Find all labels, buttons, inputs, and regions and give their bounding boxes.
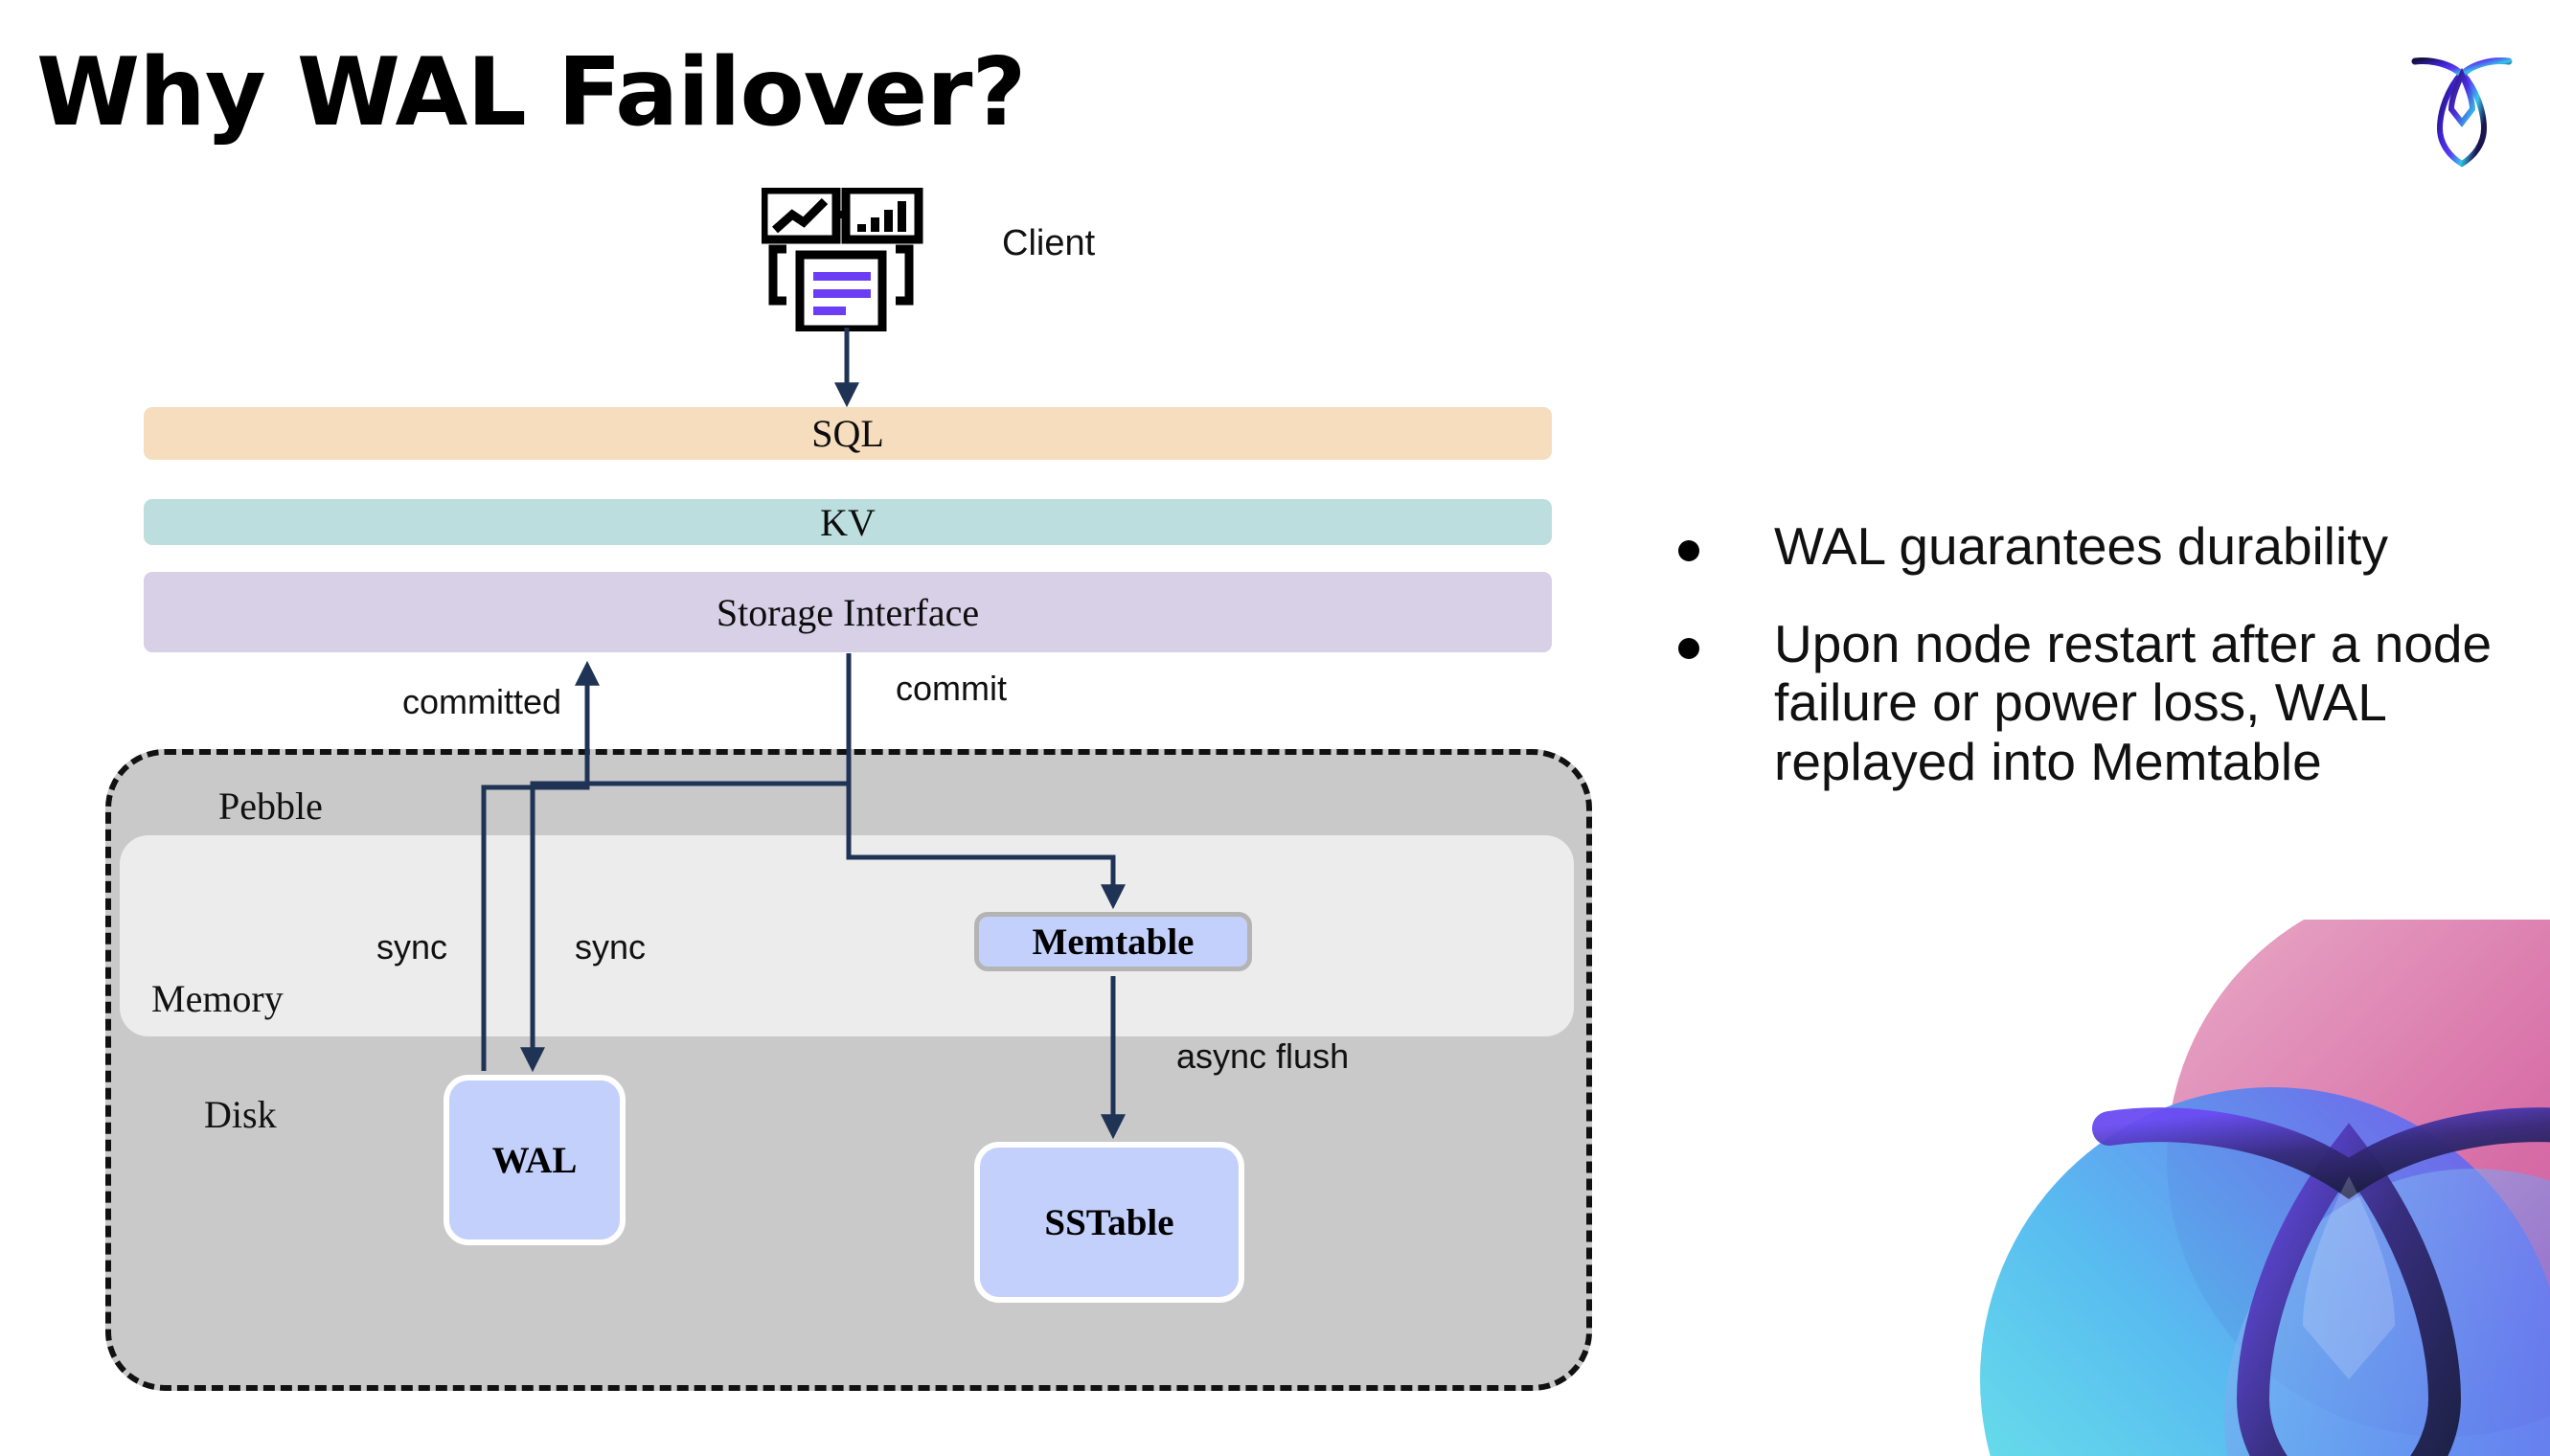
client-dashboard-icon — [759, 185, 934, 334]
layer-bar-sql: SQL — [144, 407, 1552, 460]
node-label-memtable: Memtable — [1032, 921, 1195, 963]
bullet-text: Upon node restart after a node failure o… — [1774, 613, 2493, 791]
edge-label-sync: sync — [575, 927, 647, 967]
bullet-list: WAL guarantees durability Upon node rest… — [1678, 516, 2521, 830]
layer-label-kv: KV — [820, 500, 876, 544]
node-wal[interactable]: WAL — [444, 1075, 626, 1245]
pebble-label: Pebble — [218, 785, 323, 828]
node-label-wal: WAL — [491, 1139, 578, 1181]
memory-label: Memory — [151, 977, 284, 1020]
node-memtable[interactable]: Memtable — [974, 912, 1252, 971]
layer-bar-kv: KV — [144, 499, 1552, 545]
layer-bar-storage-interface: Storage Interface — [144, 572, 1552, 652]
page-title: Why WAL Failover? — [36, 38, 1026, 148]
memory-region — [120, 835, 1574, 1036]
edge-label-async-flush: async flush — [1176, 1036, 1350, 1076]
layer-label-sql: SQL — [811, 412, 884, 455]
disk-label: Disk — [204, 1093, 277, 1136]
list-item: Upon node restart after a node failure o… — [1678, 613, 2521, 792]
bullet-icon — [1678, 637, 1699, 659]
bullet-icon — [1678, 540, 1699, 561]
cockroachdb-logo — [2390, 36, 2534, 180]
bullet-text: WAL guarantees durability — [1774, 516, 2388, 576]
node-label-sstable: SSTable — [1044, 1201, 1174, 1243]
corner-gradient-decoration — [1937, 920, 2550, 1456]
layer-label-storage: Storage Interface — [716, 590, 980, 634]
edge-label-committed: committed — [402, 682, 562, 721]
client-label: Client — [1002, 223, 1096, 263]
architecture-diagram: Client SQL KV Storage Interface Pebble M… — [105, 185, 1592, 1391]
edge-label-sync-return: sync — [376, 927, 448, 967]
node-sstable[interactable]: SSTable — [974, 1142, 1244, 1303]
edge-label-commit: commit — [896, 669, 1007, 708]
list-item: WAL guarantees durability — [1678, 516, 2521, 577]
